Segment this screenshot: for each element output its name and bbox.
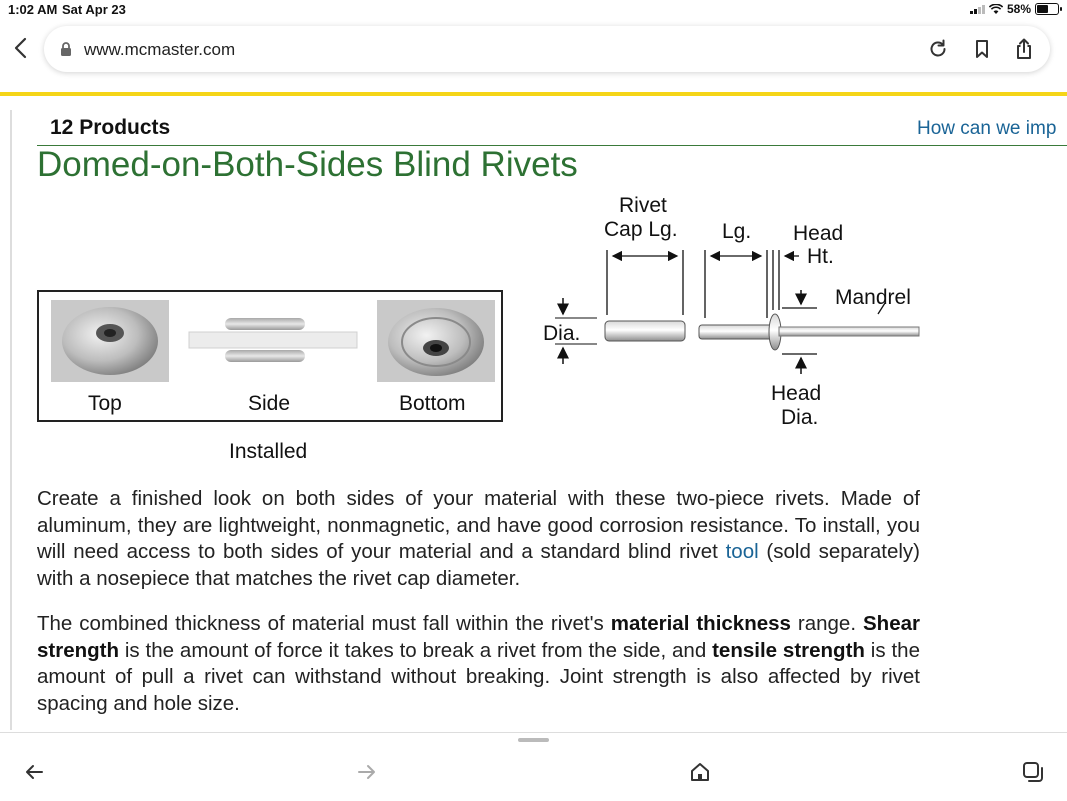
header-divider [37,145,1067,146]
status-bar: 1:02 AM Sat Apr 23 58% [0,0,1067,20]
rivet-photos [51,300,495,382]
rivet-cap-label-1: Rivet [619,194,667,217]
products-count: 12 Products [50,116,171,139]
para2-text-d: is the amount of pull a rivet can withst… [37,638,920,715]
bookmark-icon[interactable] [970,37,994,61]
para2-text-a: The combined thickness of material must … [37,612,611,635]
rivet-cap-label-2: Cap Lg. [604,218,678,241]
para1-text-a: Create a finished look on both sides of … [37,487,920,563]
rivet-side-photo [188,318,358,362]
brand-stripe [0,92,1067,96]
shear-strength-term: Shear strength [37,612,920,662]
rivet-bottom-photo [377,300,495,382]
head-dia-label-2: Dia. [781,406,818,429]
head-dia-label-1: Head [771,382,821,405]
toolbar-grabber[interactable] [518,738,549,742]
page-title: Domed-on-Both-Sides Blind Rivets [37,145,578,184]
rivet-dimension-diagram: Dia. Rivet Cap Lg. Lg. Head Ht. Head Dia… [543,194,920,429]
label-side: Side [248,392,291,415]
share-icon[interactable] [1012,37,1036,61]
left-divider [10,110,12,730]
dia-label: Dia. [543,322,580,345]
para2-text-b: range. [790,612,863,635]
browser-back-icon[interactable] [10,36,34,60]
status-time: 1:02 AM [8,2,58,17]
material-thickness-term: material thickness [610,612,791,635]
lg-label: Lg. [722,220,751,243]
installed-caption: Installed [229,440,308,463]
lock-icon [61,42,71,56]
address-bar[interactable]: www.mcmaster.com [44,26,1050,72]
nav-back-icon[interactable] [22,760,46,784]
battery-percent: 58% [1006,2,1031,16]
head-ht-label-2: Ht. [807,245,834,268]
rivet-top-photo [51,300,169,382]
head-ht-label-1: Head [793,222,843,245]
tool-link[interactable]: tool [725,540,759,563]
url-text[interactable]: www.mcmaster.com [84,40,236,59]
para1-text-b: (sold separately) with a nosepiece that … [37,540,921,590]
mandrel-label: Mandrel [835,286,911,309]
cellular-signal-icon [969,4,985,14]
description-paragraph-2: The combined thickness of material must … [37,611,920,717]
bottom-toolbar [0,732,1067,801]
nav-forward-icon[interactable] [355,760,379,784]
tabs-icon[interactable] [1021,760,1045,784]
label-bottom: Bottom [399,392,466,415]
label-top: Top [88,392,122,415]
status-date: Sat Apr 23 [62,2,126,17]
wifi-icon [988,3,1003,14]
para2-text-c: is the amount of force it takes to break… [119,638,713,662]
tensile-strength-term: tensile strength [712,638,865,662]
home-icon[interactable] [688,760,712,784]
product-photo-panel: Top Side Bottom [37,290,503,422]
battery-icon [1035,3,1062,15]
feedback-link[interactable]: How can we imp [917,118,1057,139]
status-right: 58% [969,2,1062,16]
description-paragraph-1: Create a finished look on both sides of … [37,486,920,592]
reload-icon[interactable] [926,37,950,61]
